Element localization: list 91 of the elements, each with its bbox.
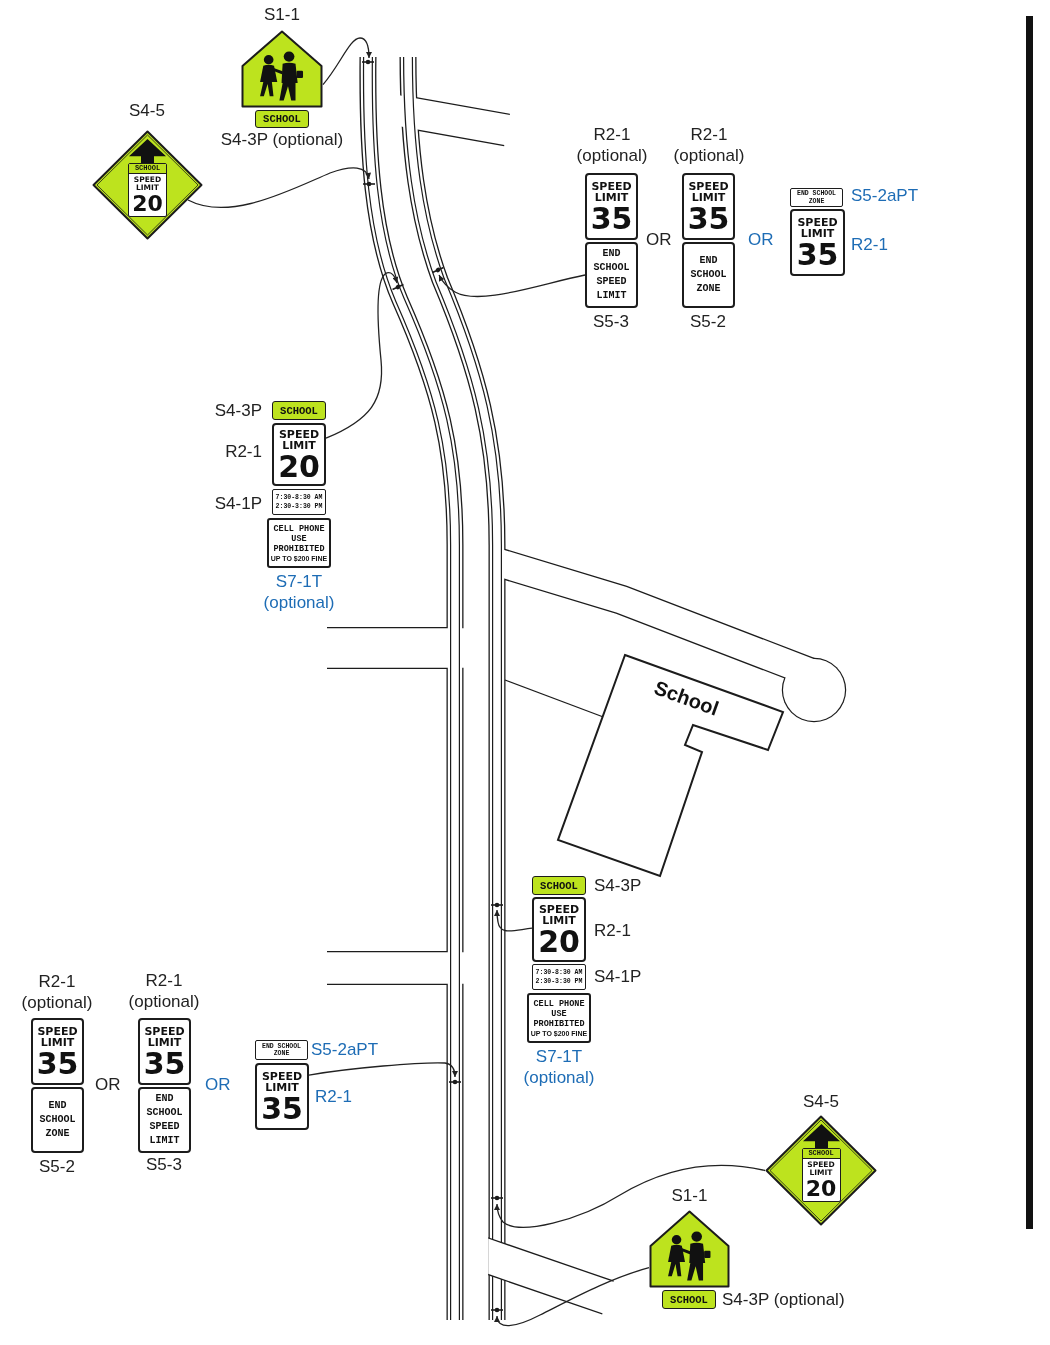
speed-limit-sign <box>790 209 845 276</box>
sign-text: END SCHOOL ZONE <box>38 1099 77 1141</box>
or-label: OR <box>748 229 774 250</box>
speed-limit-text: SPEED LIMIT <box>796 216 839 240</box>
or-label: OR <box>646 229 672 250</box>
sign-code-label: R2-1 (optional) <box>672 124 746 166</box>
speed-limit-sign <box>585 173 638 240</box>
leader-line <box>494 1267 650 1327</box>
speed-number: 35 <box>261 1093 303 1124</box>
sign-code-label: S4-3P <box>213 400 262 421</box>
sign-code-label: R2-1 <box>315 1086 353 1107</box>
cell-phone-sign <box>267 518 331 568</box>
speed-number: 20 <box>538 926 580 957</box>
speed-limit-text: SPEED LIMIT <box>687 180 730 204</box>
sign-code-label: R2-1 (optional) <box>127 970 201 1012</box>
leader-line <box>438 274 586 298</box>
leader-line <box>187 167 371 209</box>
sign-text: END SCHOOL SPEED LIMIT <box>592 247 631 303</box>
speed-number: 20 <box>805 1177 837 1201</box>
speed-limit-text: SPEED LIMIT <box>36 1025 79 1049</box>
speed-number: 35 <box>36 1048 79 1079</box>
speed-number: 35 <box>143 1048 186 1079</box>
end-zone-sign <box>31 1087 84 1153</box>
sign-text: END SCHOOL SPEED LIMIT <box>145 1092 184 1148</box>
speed-number: 35 <box>796 239 839 270</box>
speed-limit-sign <box>255 1063 309 1130</box>
sign-text: SCHOOL <box>540 879 578 892</box>
end-zone-sign <box>138 1087 191 1153</box>
speed-limit-sign <box>138 1018 191 1085</box>
speed-limit-sign <box>31 1018 84 1085</box>
sign-text: CELL PHONE USE PROHIBITED <box>272 523 326 554</box>
sign-code-label: S1-1 <box>263 4 301 25</box>
sign-code-label: S4-3P (optional) <box>219 129 345 150</box>
end-zone-plaque <box>790 188 843 207</box>
school-plaque <box>532 876 586 895</box>
speed-number: 20 <box>278 451 320 482</box>
speed-limit-text: SPEED LIMIT <box>143 1025 186 1049</box>
sign-text: SCHOOL <box>263 113 301 125</box>
school-zone-sign <box>765 1115 877 1226</box>
leader-line <box>308 1062 458 1078</box>
sign-code-label: S5-2 <box>38 1156 76 1177</box>
sign-text: SCHOOL <box>280 404 318 417</box>
sign-code-label: S7-1T (optional) <box>522 1046 596 1088</box>
end-zone-plaque <box>255 1040 308 1060</box>
leader-line <box>494 909 533 932</box>
leader-line <box>322 37 372 86</box>
speed-limit-text: SPEED LIMIT <box>277 428 321 452</box>
school-crossing-sign <box>241 30 323 108</box>
school-plaque <box>255 110 309 128</box>
sign-code-label: R2-1 <box>224 441 262 462</box>
leader-line <box>325 272 399 439</box>
speed-limit-sign <box>532 897 586 962</box>
cell-phone-sign <box>527 993 591 1043</box>
school-building <box>556 653 786 878</box>
sign-text: SCHOOL <box>670 1293 708 1306</box>
sign-code-label: R2-1 <box>594 920 632 941</box>
sign-code-label: R2-1 (optional) <box>20 971 94 1013</box>
sign-code-label: S4-1P <box>213 493 262 514</box>
speed-limit-text: SPEED LIMIT <box>590 180 633 204</box>
school-zone-sign <box>92 130 203 240</box>
school-crossing-sign <box>649 1210 730 1288</box>
sign-code-label: S4-5 <box>802 1091 840 1112</box>
sign-code-label: R2-1 (optional) <box>575 124 649 166</box>
school-plaque <box>272 401 326 420</box>
or-label: OR <box>205 1074 231 1095</box>
speed-number: 35 <box>687 203 730 234</box>
speed-limit-text: SPEED LIMIT <box>260 1070 304 1094</box>
end-zone-sign <box>585 242 638 308</box>
leader-line <box>494 1164 766 1228</box>
school-plaque <box>662 1290 716 1309</box>
speed-limit-sign <box>682 173 735 240</box>
speed-limit-text: SPEED LIMIT <box>537 903 581 927</box>
or-label: OR <box>95 1074 121 1095</box>
speed-number: 35 <box>590 203 633 234</box>
end-zone-sign <box>682 242 735 308</box>
sign-text: CELL PHONE USE PROHIBITED <box>532 998 586 1029</box>
sign-code-label: S4-3P <box>594 875 643 896</box>
sign-code-label: S1-1 <box>670 1185 709 1206</box>
sign-code-label: S5-3 <box>145 1154 183 1175</box>
sign-code-label: S7-1T (optional) <box>262 571 336 613</box>
speed-limit-sign <box>272 423 326 486</box>
speed-number: 20 <box>132 192 163 215</box>
sign-code-label: R2-1 <box>851 234 889 255</box>
sign-code-label: S5-3 <box>592 311 630 332</box>
sign-code-label: S5-2 <box>689 311 727 332</box>
sign-code-label: S5-2aPT <box>311 1039 380 1060</box>
sign-code-label: S4-1P <box>594 966 643 987</box>
sign-code-label: S5-2aPT <box>851 185 920 206</box>
sign-code-label: S4-5 <box>128 100 166 121</box>
sign-code-label: S4-3P (optional) <box>722 1289 846 1310</box>
sign-text: END SCHOOL ZONE <box>689 254 728 296</box>
